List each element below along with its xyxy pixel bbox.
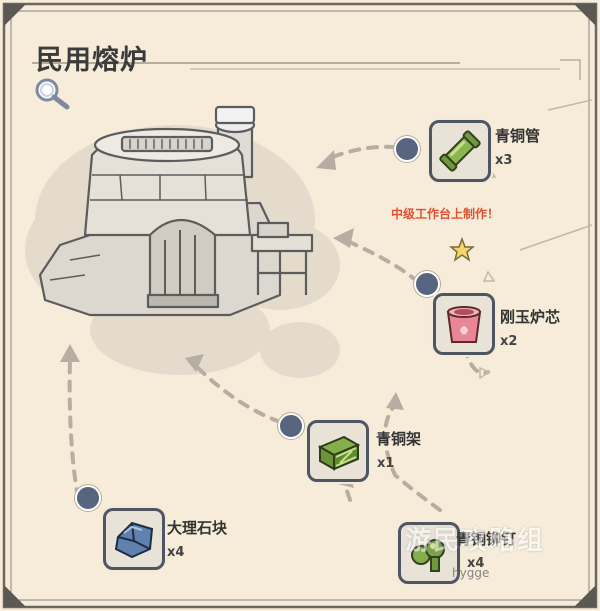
- material-quantity: x4: [467, 556, 485, 571]
- marble-block-icon[interactable]: [103, 508, 165, 570]
- watermark-subtext: hygge: [452, 566, 490, 580]
- page-title: 民用熔炉: [36, 45, 148, 77]
- connector-dot: [414, 271, 440, 297]
- bronze-pipe-icon[interactable]: [429, 120, 491, 182]
- bronze-rivet-icon[interactable]: [398, 522, 460, 584]
- corundum-core-icon[interactable]: [433, 293, 495, 355]
- crafting-station-note: 中级工作台上制作！: [391, 207, 500, 221]
- connector-dot: [75, 485, 101, 511]
- material-quantity: x3: [495, 153, 513, 168]
- material-quantity: x2: [500, 334, 518, 349]
- bronze-frame-icon[interactable]: [307, 420, 369, 482]
- star-icon: [449, 237, 475, 262]
- connector-dot: [278, 413, 304, 439]
- material-name: 青铜铆钉: [456, 530, 517, 548]
- material-name: 青铜架: [376, 430, 422, 448]
- connector-dot: [394, 136, 420, 162]
- material-name: 青铜管: [495, 127, 541, 145]
- material-name: 大理石块: [167, 519, 228, 537]
- material-quantity: x4: [167, 545, 185, 560]
- material-name: 刚玉炉芯: [500, 308, 561, 326]
- civilian-furnace-illustration: [38, 105, 314, 317]
- watermark: 游民攻略组: [405, 526, 546, 556]
- magnifier-icon[interactable]: [32, 76, 72, 110]
- material-quantity: x1: [377, 456, 395, 471]
